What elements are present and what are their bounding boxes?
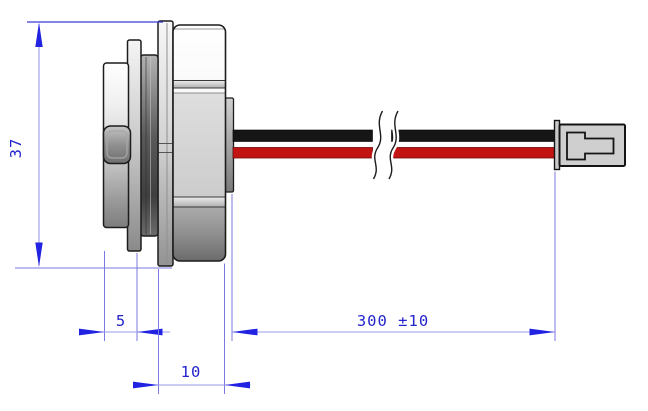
dimension-cap-protrusion: 5	[79, 251, 170, 341]
arrowhead-300-left	[232, 328, 258, 336]
dimension-text-5: 5	[116, 312, 126, 330]
break-curve-right	[388, 110, 399, 180]
arrowhead-10-left	[133, 381, 159, 389]
dimension-layer: 37 5 10 300 ±10	[7, 21, 556, 394]
black-wire-segment-left	[232, 129, 373, 142]
red-wire-segment-right	[391, 147, 556, 159]
black-wire-segment-right	[391, 129, 556, 142]
cable-break-symbol	[370, 109, 401, 181]
motor-body	[172, 24, 227, 262]
two-pin-connector	[553, 119, 626, 171]
dimension-text-10: 10	[181, 363, 202, 381]
dimension-lead-length: 300 ±10	[231, 171, 556, 341]
motor-assembly	[102, 20, 235, 267]
arrowhead-10-right	[224, 381, 250, 389]
dimension-body-depth: 10	[133, 263, 251, 394]
arrowhead-300-right	[529, 328, 555, 336]
arrowhead-5-right	[137, 328, 163, 336]
connector-housing	[558, 123, 626, 167]
gasket-ring	[139, 54, 159, 237]
dimension-text-37: 37	[7, 138, 25, 159]
break-curve-left	[372, 110, 384, 180]
dimension-flange-diameter: 37	[7, 21, 172, 269]
connector-latch-profile	[566, 131, 615, 161]
mounting-flange-plate	[157, 20, 174, 267]
arrowhead-up	[35, 22, 43, 47]
arrowhead-down	[35, 242, 43, 267]
dimension-text-300: 300 ±10	[357, 312, 429, 330]
red-wire-segment-left	[232, 147, 373, 159]
cap-notch	[102, 125, 132, 165]
arrowhead-5-left	[79, 328, 105, 336]
